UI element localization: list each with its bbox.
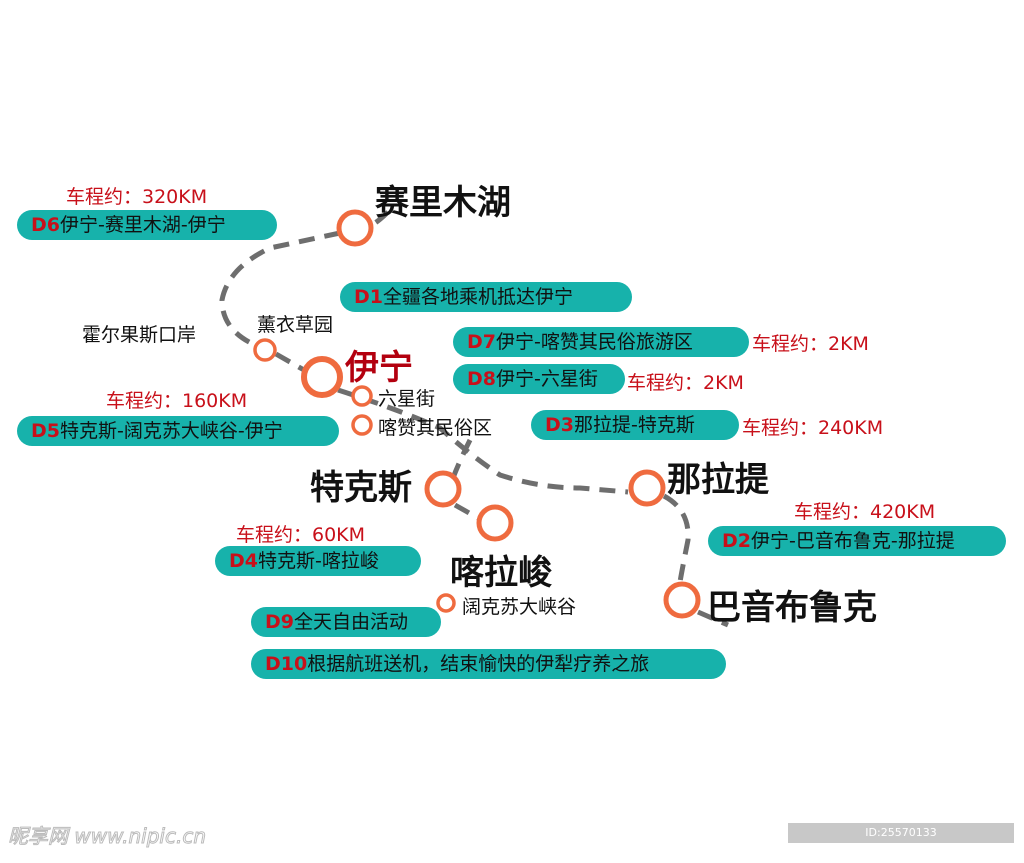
day-d10: D10根据航班送机，结束愉快的伊犁疗养之旅 xyxy=(251,649,726,679)
node-kalajun xyxy=(476,504,514,542)
watermark-logo: 昵享网 www.nipic.cn xyxy=(7,824,207,849)
distance-d6: 车程约：320KM xyxy=(66,186,208,208)
day-d4: D4特克斯-喀拉峻 xyxy=(215,546,421,576)
poi-liuxingjie: 六星街 xyxy=(378,388,436,410)
city-tekesi: 特克斯 xyxy=(310,468,412,508)
node-nalati xyxy=(628,469,666,507)
day-d7: D7伊宁-喀赞其民俗旅游区 xyxy=(453,327,749,357)
node-kazan xyxy=(351,414,373,436)
poi-huoerguosi: 霍尔果斯口岸 xyxy=(82,324,197,346)
route-line xyxy=(219,210,390,373)
node-sailimu xyxy=(336,209,374,247)
poi-kuokesu: 阔克苏大峡谷 xyxy=(462,596,577,618)
poi-xunyicao: 薰衣草园 xyxy=(257,314,334,336)
city-yining: 伊宁 xyxy=(345,348,413,388)
day-d5: D5特克斯-阔克苏大峡谷-伊宁 xyxy=(17,416,339,446)
city-kalajun: 喀拉峻 xyxy=(450,553,552,593)
watermark-id: ID:25570133 NO:20220607102123841104 xyxy=(788,823,1014,859)
poi-kazan: 喀赞其民俗区 xyxy=(378,417,493,439)
route-line xyxy=(337,387,629,495)
distance-d2: 车程约：420KM xyxy=(794,501,936,523)
distance-d3: 车程约：240KM xyxy=(742,417,884,439)
city-nalati: 那拉提 xyxy=(667,460,769,500)
distance-d4: 车程约：60KM xyxy=(236,524,366,546)
route-line xyxy=(662,493,729,628)
day-d2: D2伊宁-巴音布鲁克-那拉提 xyxy=(708,526,1006,556)
day-d3: D3那拉提-特克斯 xyxy=(531,410,739,440)
node-tekesi xyxy=(424,470,462,508)
node-yining xyxy=(301,356,343,398)
node-kuokesu xyxy=(436,593,456,613)
distance-d7: 车程约：2KM xyxy=(752,333,869,355)
node-bayinbuluke xyxy=(663,581,701,619)
distance-d8: 车程约：2KM xyxy=(627,372,744,394)
day-d1: D1全疆各地乘机抵达伊宁 xyxy=(340,282,632,312)
node-xunyicao xyxy=(253,338,277,362)
day-d9: D9全天自由活动 xyxy=(251,607,441,637)
city-bayinbuluke: 巴音布鲁克 xyxy=(707,588,877,628)
day-d8: D8伊宁-六星街 xyxy=(453,364,625,394)
distance-d5: 车程约：160KM xyxy=(106,390,248,412)
city-sailimu: 赛里木湖 xyxy=(375,183,511,223)
day-d6: D6伊宁-赛里木湖-伊宁 xyxy=(17,210,277,240)
node-liuxingjie xyxy=(351,385,373,407)
